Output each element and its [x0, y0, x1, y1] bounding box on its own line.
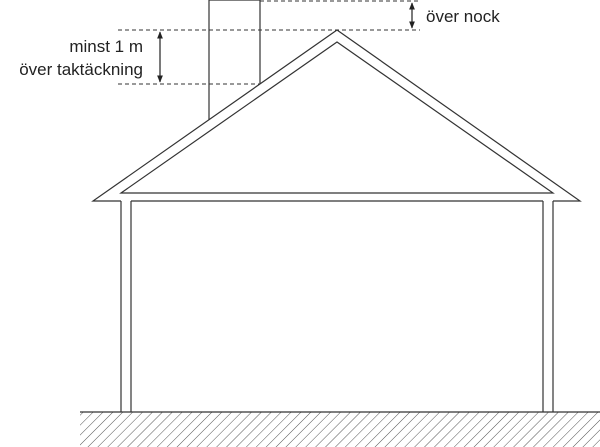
chimney	[208, 0, 261, 120]
roof-inner	[119, 41, 555, 194]
roof-outer	[91, 29, 582, 202]
label-min-height-2: över taktäckning	[19, 60, 143, 79]
label-min-height-1: minst 1 m	[69, 37, 143, 56]
label-above-ridge: över nock	[426, 7, 500, 26]
ground-hatch	[80, 412, 600, 447]
